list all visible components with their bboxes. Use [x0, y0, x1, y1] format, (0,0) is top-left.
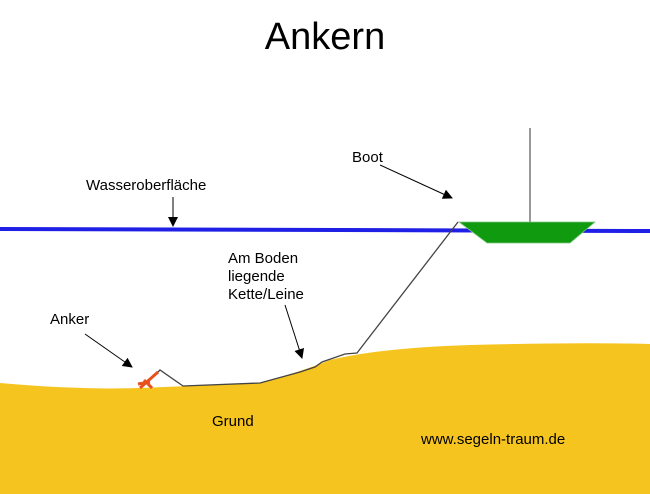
anchor-arrow [84, 333, 133, 368]
ground-label: Grund [212, 413, 254, 430]
chain-label-line3: Kette/Leine [228, 286, 304, 303]
chain-label: Am Boden liegende Kette/Leine [228, 250, 304, 304]
water-surface-label: Wasseroberfläche [86, 177, 207, 194]
chain-label-line2: liegende [228, 268, 285, 285]
ground [0, 343, 650, 494]
anchor-icon [137, 370, 159, 390]
boat-arrow [379, 164, 453, 199]
website-label: www.segeln-traum.de [421, 431, 566, 448]
boat-hull [457, 221, 597, 244]
chain-arrow [284, 304, 305, 359]
boat-label: Boot [352, 149, 383, 166]
anchor-label: Anker [50, 311, 90, 328]
chain-label-line1: Am Boden [228, 250, 299, 267]
anchor-chain [149, 221, 459, 387]
diagram-title: Ankern [264, 16, 386, 58]
